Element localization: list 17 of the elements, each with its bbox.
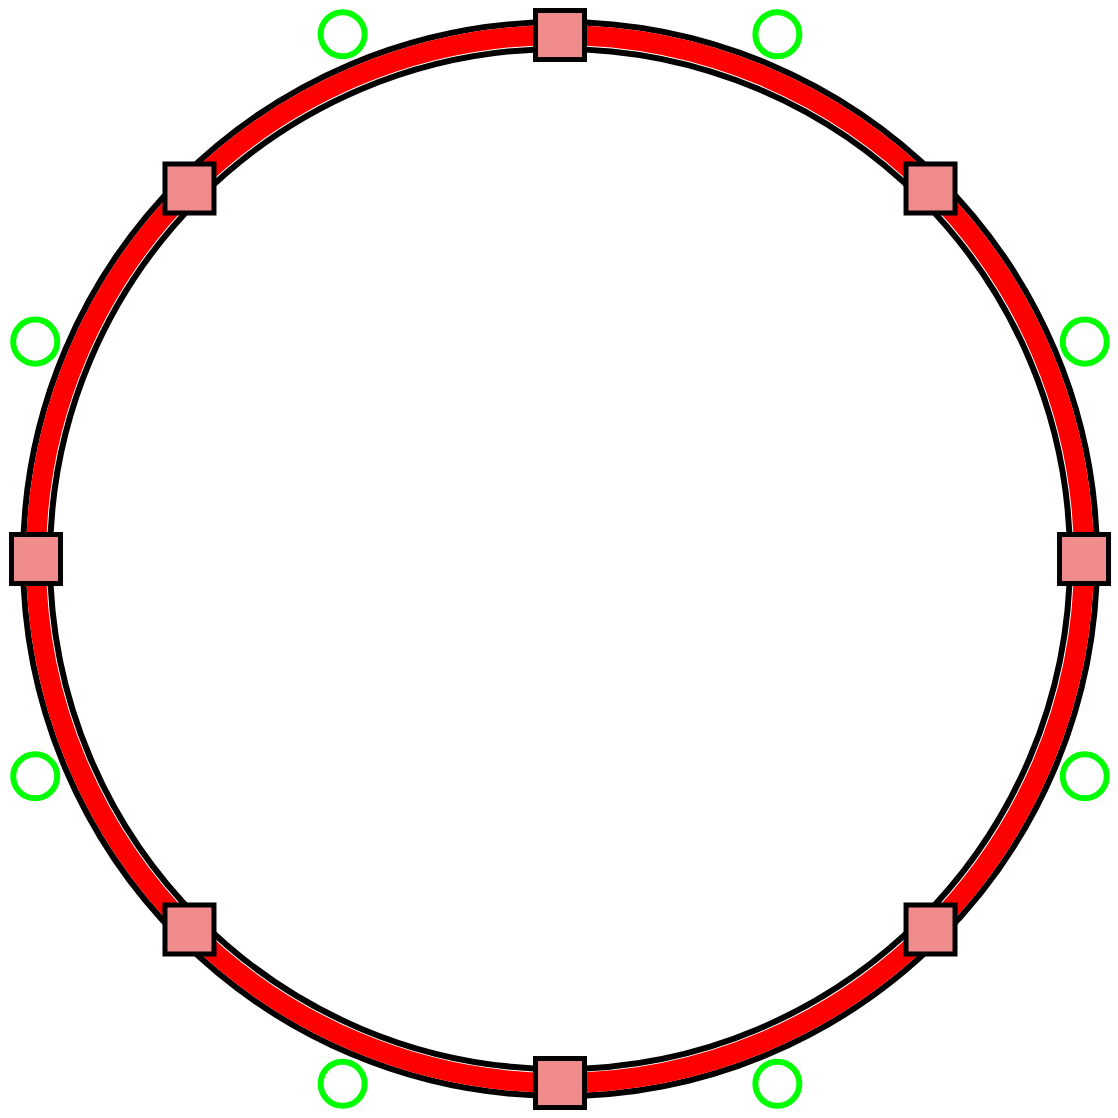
circle-marker — [10, 751, 61, 802]
square-marker — [162, 161, 217, 216]
square-marker — [9, 532, 63, 586]
circle-marker — [752, 9, 803, 60]
square-marker — [533, 8, 587, 62]
square-marker — [1057, 532, 1111, 586]
ring-drawing — [20, 19, 1100, 1099]
square-marker — [533, 1056, 587, 1110]
square-marker — [903, 161, 958, 216]
square-marker — [162, 902, 217, 957]
circle-marker — [317, 9, 368, 60]
circle-marker — [317, 1058, 368, 1109]
circle-marker — [1059, 316, 1110, 367]
square-marker — [903, 902, 958, 957]
circle-marker — [10, 316, 61, 367]
circle-marker — [1059, 751, 1110, 802]
circle-marker — [752, 1058, 803, 1109]
